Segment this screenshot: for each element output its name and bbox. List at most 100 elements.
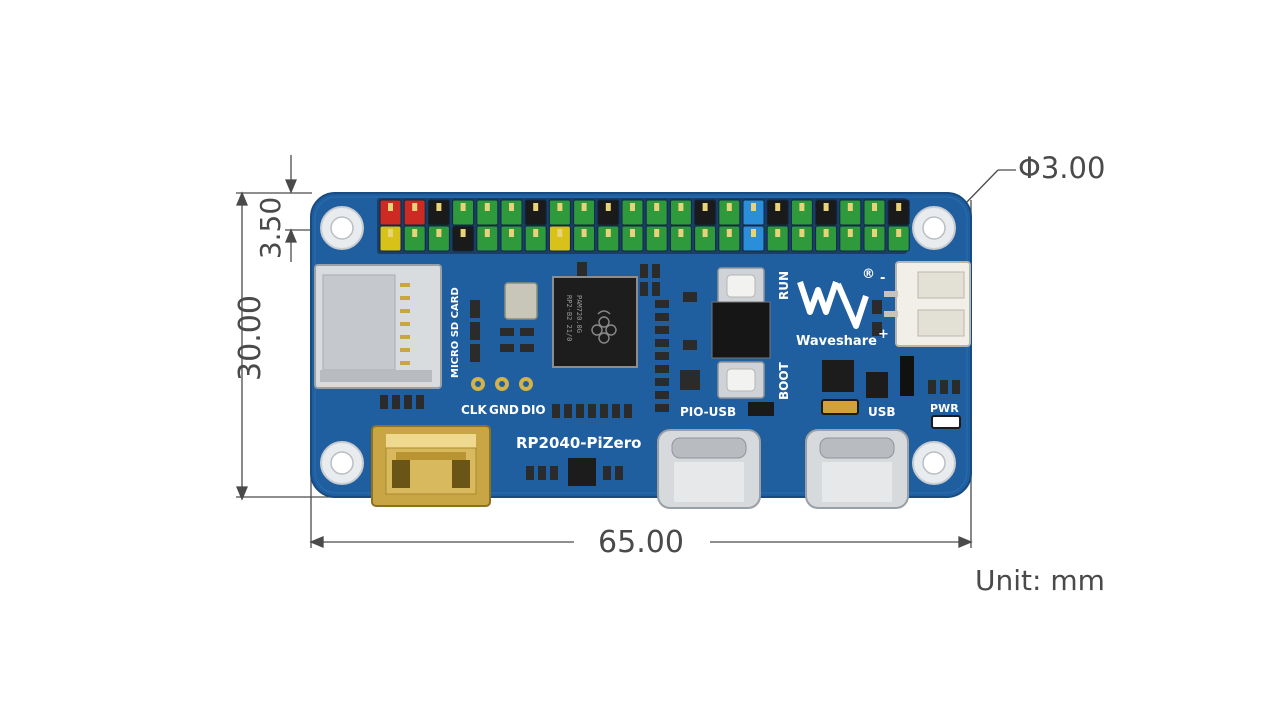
header-pin-bottom-row-17 <box>766 225 789 252</box>
header-pin-tip <box>678 203 684 211</box>
pwr-smd <box>928 380 960 394</box>
regulator <box>866 372 888 398</box>
header-pin-bottom-row-19 <box>815 225 838 252</box>
pcb-board: MICRO SD CARD RP2-B2 21/0 PAM720.0G <box>310 192 972 509</box>
power-ic <box>822 360 854 392</box>
header-pin-tip <box>484 203 490 211</box>
pwr-silk-label: PWR <box>930 402 959 415</box>
header-pin-top-row-3 <box>427 199 450 226</box>
header-pin-tip <box>533 229 539 237</box>
chip-marking-line1: RP2-B2 21/0 <box>565 295 573 341</box>
width-arrow-left <box>309 536 324 548</box>
usb-silk-label: USB <box>868 405 896 419</box>
header-pin-tip <box>460 229 466 237</box>
smd-components-left <box>380 262 660 409</box>
header-pin-bottom-row-3 <box>427 225 450 252</box>
header-pin-top-row-14 <box>694 199 717 226</box>
header-pin-tip <box>557 203 563 211</box>
run-button <box>717 267 765 305</box>
header-pin-tip <box>823 203 829 211</box>
header-pin-tip <box>388 229 393 237</box>
width-arrow-right <box>958 536 973 548</box>
header-pin-tip <box>412 229 418 237</box>
dio-silk-label: DIO <box>521 403 546 417</box>
header-pin-tip <box>872 203 877 211</box>
rp2040-chip: RP2-B2 21/0 PAM720.0G <box>552 276 638 368</box>
swd-pads <box>471 377 533 391</box>
header-pin-tip <box>388 203 393 211</box>
width-dimension-label: 65.00 <box>598 525 684 560</box>
sd-card-silk-label: MICRO SD CARD <box>450 287 461 378</box>
header-pin-tip <box>509 229 514 237</box>
header-pin-tip <box>654 203 660 211</box>
header-pin-top-row-2 <box>403 199 426 226</box>
header-pin-top-row-17 <box>766 199 789 226</box>
header-pin-tip <box>896 203 902 211</box>
usb-hub-ic <box>711 301 771 359</box>
board-name-silk: RP2040-PiZero <box>516 434 641 452</box>
header-pin-top-row-18 <box>790 199 813 226</box>
header-pin-tip <box>581 229 587 237</box>
mounting-hole-top-right <box>912 206 956 250</box>
header-pin-tip <box>896 229 902 237</box>
gnd-silk-label: GND <box>489 403 519 417</box>
header-pin-tip <box>872 229 877 237</box>
mounting-hole-bottom-left <box>320 441 364 485</box>
header-pin-top-row-8 <box>548 199 571 226</box>
header-pin-tip <box>726 203 732 211</box>
unit-label: Unit: mm <box>975 564 1105 597</box>
header-pin-tip <box>751 203 756 211</box>
header-pin-tip <box>605 229 611 237</box>
header-pin-top-row-15 <box>718 199 741 226</box>
header-pin-bottom-row-13 <box>669 225 692 252</box>
header-pin-bottom-row-4 <box>452 225 475 252</box>
height-dimension-label: 30.00 <box>233 295 268 381</box>
header-pin-tip <box>581 203 587 211</box>
gpio-header-pins <box>379 199 910 252</box>
header-pin-top-row-12 <box>645 199 668 226</box>
height-arrow-top <box>236 191 248 206</box>
diode <box>748 402 774 416</box>
header-pin-tip <box>678 229 684 237</box>
header-pin-bottom-row-15 <box>718 225 741 252</box>
offset-arrow-top <box>285 179 297 194</box>
header-pin-bottom-row-10 <box>597 225 620 252</box>
header-pin-tip <box>460 203 466 211</box>
pcb-body <box>310 192 972 498</box>
run-silk-label: RUN <box>777 271 791 300</box>
header-pin-top-row-6 <box>500 199 523 226</box>
offset-dimension-label: 3.50 <box>254 197 287 259</box>
header-pin-top-row-16 <box>742 199 765 226</box>
header-pin-bottom-row-20 <box>839 225 862 252</box>
header-pin-tip <box>847 229 853 237</box>
header-pin-tip <box>775 203 781 211</box>
header-pin-top-row-10 <box>597 199 620 226</box>
header-pin-tip <box>799 203 805 211</box>
header-pin-tip <box>847 203 853 211</box>
header-pin-tip <box>533 203 539 211</box>
battery-connector <box>884 261 971 347</box>
header-pin-top-row-13 <box>669 199 692 226</box>
header-pin-bottom-row-21 <box>863 225 886 252</box>
header-pin-tip <box>436 203 442 211</box>
chip-marking-line2: PAM720.0G <box>575 295 583 333</box>
clk-silk-label: CLK <box>461 403 487 417</box>
header-pin-tip <box>751 229 756 237</box>
header-pin-tip <box>726 229 732 237</box>
header-pin-tip <box>436 229 442 237</box>
resistor-array-center <box>526 404 632 486</box>
usb-c-connector <box>805 429 909 509</box>
boot-silk-label: BOOT <box>777 361 791 400</box>
header-pin-top-row-1 <box>379 199 402 226</box>
brand-silk-label: Waveshare <box>796 334 877 349</box>
brand-registered-mark: ® <box>862 267 875 282</box>
header-pin-tip <box>775 229 781 237</box>
header-pin-tip <box>702 229 708 237</box>
header-pin-tip <box>484 229 490 237</box>
header-pin-bottom-row-18 <box>790 225 813 252</box>
mini-hdmi-connector <box>371 425 491 507</box>
header-pin-tip <box>654 229 660 237</box>
minus-silk-label: - <box>880 271 885 286</box>
header-pin-tip <box>630 229 635 237</box>
boot-button <box>717 361 765 399</box>
